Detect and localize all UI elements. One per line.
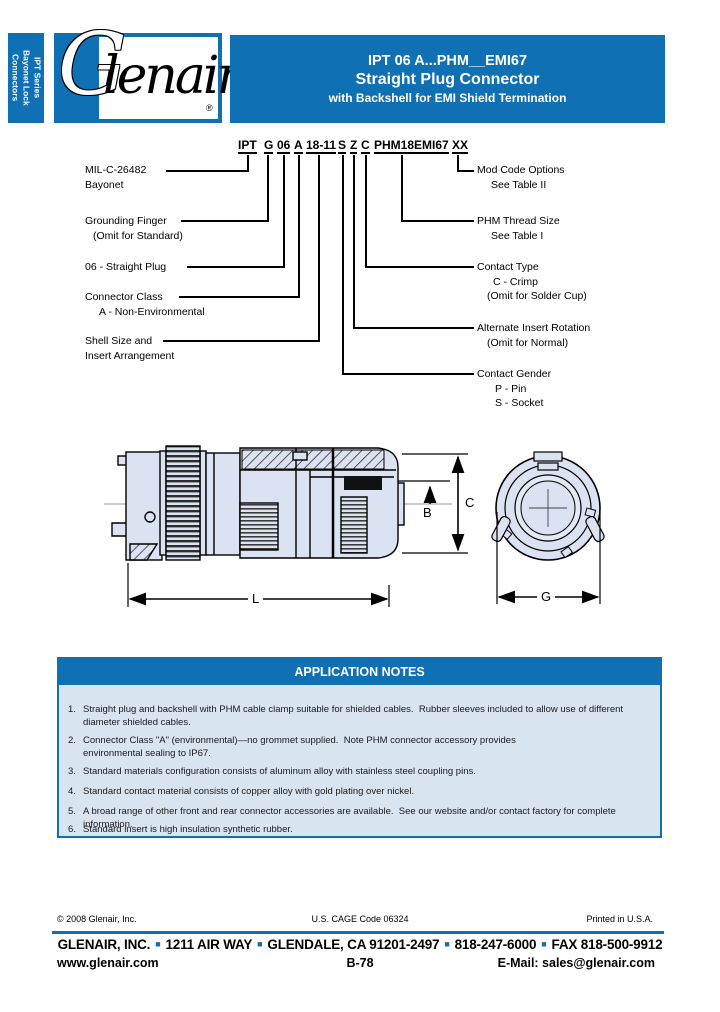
dim-label-l: L <box>248 591 264 606</box>
callout-straight-plug: 06 - Straight Plug <box>85 261 167 273</box>
registered-mark: ® <box>206 103 213 113</box>
pn-seg-ipt: IPT <box>238 138 257 154</box>
pn-seg-06: 06 <box>277 138 291 154</box>
callout-connector-class: Connector Class A - Non-Environmental <box>85 291 205 318</box>
callout-contact-type: Contact Type C - Crimp (Omit for Solder … <box>477 261 587 302</box>
glenair-logo-text: lenair <box>103 46 241 106</box>
callout-mod-code: Mod Code Options See Table II <box>477 164 565 191</box>
page-number: B-78 <box>346 956 374 970</box>
pn-seg-xx: XX <box>452 138 469 154</box>
copyright: © 2008 Glenair, Inc. <box>57 914 137 924</box>
callout-phm-thread: PHM Thread Size See Table I <box>477 215 560 242</box>
note-4: 4. Standard contact material consists of… <box>68 786 415 797</box>
callout-shell-size: Shell Size and Insert Arrangement <box>85 335 175 362</box>
application-notes-box: APPLICATION NOTES 1. Straight plug and b… <box>57 657 662 838</box>
note-5: 5. A broad range of other front and rear… <box>68 806 619 830</box>
pn-seg-s: S <box>338 138 347 154</box>
printed-in: Printed in U.S.A. <box>586 914 653 924</box>
note-2: 2. Connector Class "A" (environmental)—n… <box>68 735 516 759</box>
product-title: Straight Plug Connector <box>355 71 540 88</box>
pn-seg-g: G <box>264 138 274 154</box>
email-link: E-Mail: sales@glenair.com <box>497 956 655 970</box>
pn-seg-a: A <box>294 138 303 154</box>
title-block: IPT 06 A...PHM__EMI67 Straight Plug Conn… <box>230 35 665 123</box>
note-3: 3. Standard materials configuration cons… <box>68 766 476 777</box>
cage-code: U.S. CAGE Code 06324 <box>311 914 409 924</box>
dim-label-c: C <box>465 495 475 510</box>
callout-grounding-finger: Grounding Finger (Omit for Standard) <box>85 215 183 242</box>
product-subtitle: with Backshell for EMI Shield Terminatio… <box>328 91 567 105</box>
application-notes-title: APPLICATION NOTES <box>59 659 660 685</box>
note-6: 6. Standard insert is high insulation sy… <box>68 824 293 835</box>
pn-seg-c: C <box>361 138 370 154</box>
bullet-icon: ■ <box>155 939 161 949</box>
pn-seg-18-11: 18-11 <box>306 138 337 154</box>
pn-seg-phm: PHM18EMI67 <box>374 138 449 154</box>
bullet-icon: ■ <box>257 939 263 949</box>
glenair-logo-g: G <box>58 15 127 115</box>
website-link: www.glenair.com <box>57 956 159 970</box>
series-side-tab: IPT Series Bayonet Lock Connectors <box>8 33 44 123</box>
glenair-logo-panel <box>99 37 218 119</box>
pn-seg-z: Z <box>350 138 358 154</box>
part-series-title: IPT 06 A...PHM__EMI67 <box>367 53 528 69</box>
note-1: 1. Straight plug and backshell with PHM … <box>68 704 624 728</box>
bullet-icon: ■ <box>444 939 450 949</box>
series-side-tab-text: IPT Series Bayonet Lock Connectors <box>10 50 43 106</box>
bullet-icon: ■ <box>541 939 547 949</box>
company-address-line: GLENAIR, INC.■1211 AIR WAY■GLENDALE, CA … <box>57 937 663 952</box>
footer-rule <box>52 931 664 934</box>
dim-label-b: B <box>423 505 432 520</box>
callout-insert-rotation: Alternate Insert Rotation (Omit for Norm… <box>477 322 591 349</box>
callout-mil-spec: MIL-C-26482 Bayonet <box>85 164 147 191</box>
callout-contact-gender: Contact Gender P - Pin S - Socket <box>477 368 552 409</box>
dim-label-g: G <box>537 589 556 604</box>
